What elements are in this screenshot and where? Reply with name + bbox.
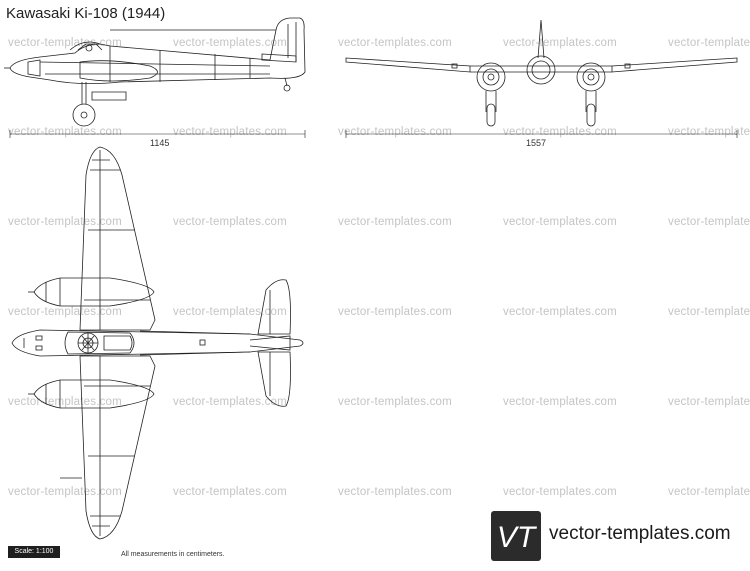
svg-text:VT: VT — [497, 521, 538, 554]
vector-templates-logo: VT — [491, 511, 541, 561]
length-dimension-label: 1145 — [150, 138, 170, 148]
span-dimension-label: 1557 — [526, 138, 547, 148]
vt-logo-icon: VT — [497, 521, 538, 554]
measurement-note: All measurements in centimeters. — [121, 551, 225, 558]
scale-badge: Scale: 1:100 — [8, 546, 60, 558]
brand-url: vector-templates.com — [549, 523, 731, 544]
page-title: Kawasaki Ki-108 (1944) — [6, 5, 166, 22]
side-view — [4, 17, 306, 138]
top-view — [11, 146, 304, 540]
front-view — [345, 19, 738, 138]
